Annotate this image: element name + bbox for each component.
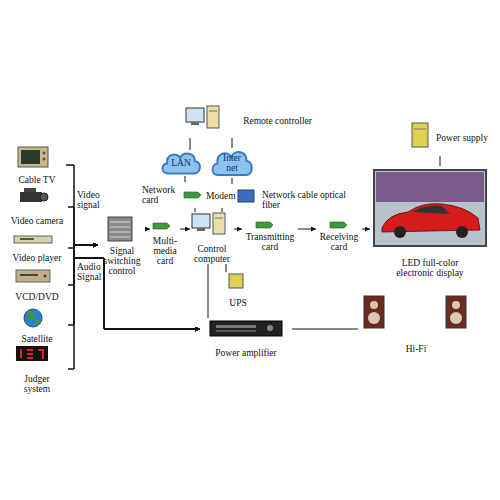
device-node: Receiving card <box>316 216 362 252</box>
device-label: VCD/DVD <box>15 292 58 302</box>
signal-connector <box>190 138 191 150</box>
device-node: Transmitting card <box>242 216 298 252</box>
signal-connector <box>68 245 98 325</box>
device-node: Control computer <box>190 212 234 264</box>
device-node: Power amplifier <box>200 318 292 358</box>
device-label: Receiving card <box>316 232 362 252</box>
device-node: Video camera <box>6 188 68 226</box>
device-node: Power supply <box>408 120 488 156</box>
signal-connector <box>68 207 98 245</box>
device-node: Remote controller <box>182 104 312 138</box>
cloud-node: Inter net <box>210 148 254 178</box>
device-label: Power supply <box>436 133 488 143</box>
device-node: Hi-Fi <box>358 292 474 354</box>
device-label: Video camera <box>11 216 63 226</box>
cloud-node: LAN <box>160 150 202 176</box>
device-node: Cable TV <box>8 145 66 185</box>
device-node: Video player <box>6 233 68 263</box>
signal-connector <box>185 176 186 182</box>
device-label: Hi-Fi <box>406 344 427 354</box>
signal-connector <box>298 229 316 230</box>
device-node: Satellite <box>6 306 68 344</box>
signal-connector <box>68 245 98 248</box>
device-label: Control computer <box>190 244 234 264</box>
device-node: Judger system <box>6 344 68 394</box>
device-label: Transmitting card <box>242 232 298 252</box>
signal-connector <box>222 208 223 212</box>
cloud-outline <box>213 152 252 175</box>
device-node: UPS <box>222 272 254 308</box>
device-node: Modem <box>206 184 258 208</box>
signal-connector <box>195 208 196 212</box>
signal-connector <box>234 229 242 230</box>
device-label: Modem <box>206 191 236 201</box>
signal-connector <box>66 165 200 329</box>
device-node: LED full-color electronic display <box>370 166 490 278</box>
signal-connector <box>68 207 200 329</box>
device-label: Cable TV <box>18 175 55 185</box>
device-label: Video player <box>13 253 62 263</box>
signal-connector <box>180 229 190 230</box>
signal-connector <box>292 329 358 330</box>
device-label: Inter net <box>217 153 247 173</box>
signal-connector <box>146 229 150 230</box>
device-label: Remote controller <box>243 116 312 126</box>
device-node: Multi-media card <box>150 216 180 266</box>
device-label: Multi-media card <box>150 236 180 266</box>
signal-connector <box>440 156 441 166</box>
device-label: LAN <box>171 158 191 168</box>
signal-connector <box>232 178 233 184</box>
signal-connector <box>226 264 227 272</box>
signal-connector <box>208 264 209 318</box>
device-label: Network card <box>142 185 182 205</box>
signal-label: Audio Signal <box>77 262 105 282</box>
device-node: VCD/DVD <box>6 268 68 302</box>
device-label: Signal switching control <box>98 246 146 276</box>
device-label: Satellite <box>21 334 52 344</box>
device-label: Power amplifier <box>215 348 276 358</box>
device-node: Network card <box>142 182 202 208</box>
signal-connector <box>362 229 370 230</box>
device-label: Judger system <box>17 374 57 394</box>
connector-label: Network cable optical fiber <box>262 190 362 210</box>
cloud-outline <box>162 154 199 174</box>
signal-label: Video signal <box>77 190 113 210</box>
device-label: UPS <box>229 298 246 308</box>
device-node: Signal switching control <box>98 214 146 276</box>
signal-connector <box>232 138 233 148</box>
device-label: LED full-color electronic display <box>385 258 475 278</box>
